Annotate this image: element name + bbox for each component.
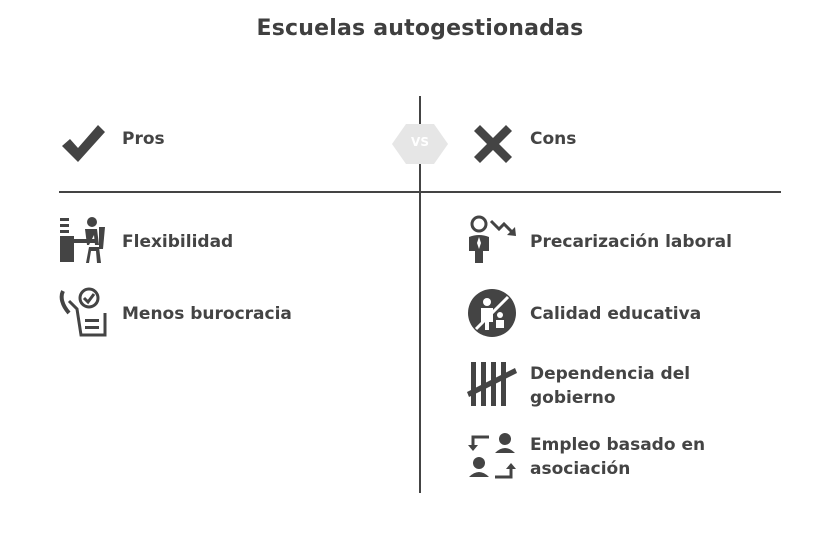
no-teaching-icon <box>467 288 517 338</box>
cons-item-empleo-line1: Empleo basado en <box>530 435 706 455</box>
worker-decline-icon <box>467 215 519 265</box>
cons-item-calidad: Calidad educativa <box>530 304 702 324</box>
cons-item-precarizacion: Precarización laboral <box>530 232 732 252</box>
cons-heading: Cons <box>530 129 577 149</box>
horizontal-divider <box>59 191 781 193</box>
vertical-divider <box>419 96 421 493</box>
exchange-people-icon <box>467 431 519 481</box>
cons-item-empleo: Empleo basado en asociación <box>530 433 705 481</box>
diagram-title: Escuelas autogestionadas <box>256 16 584 41</box>
cons-item-dependencia-line2: gobierno <box>530 388 616 408</box>
cons-item-empleo-line2: asociación <box>530 459 631 479</box>
pros-item-flexibilidad: Flexibilidad <box>122 232 234 252</box>
pros-item-menos-burocracia: Menos burocracia <box>122 304 292 324</box>
vs-badge: VS <box>392 124 448 164</box>
vs-label: VS <box>411 135 429 149</box>
cons-item-dependencia: Dependencia del gobierno <box>530 362 690 410</box>
x-mark-icon <box>470 121 516 167</box>
tally-marks-icon <box>467 360 519 408</box>
checkmark-icon <box>60 122 106 164</box>
checklist-hand-icon <box>59 287 109 337</box>
pros-heading: Pros <box>122 129 165 149</box>
cons-item-dependencia-line1: Dependencia del <box>530 364 691 384</box>
person-at-desk-icon <box>59 215 109 265</box>
